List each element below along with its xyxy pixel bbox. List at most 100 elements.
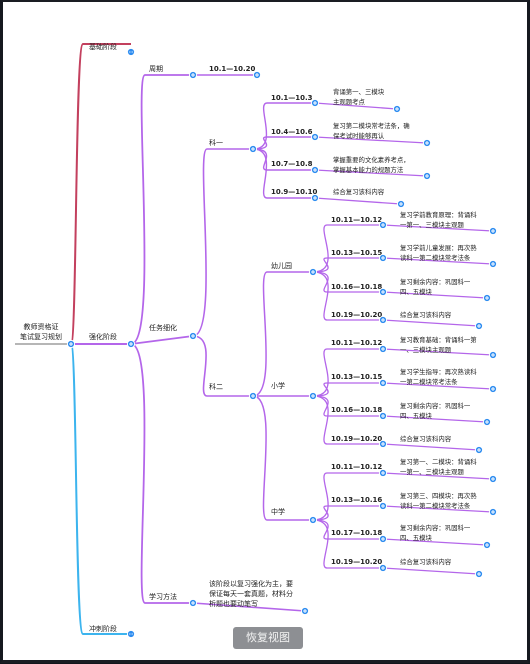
kg-item-2-date: 10.13—10.15 xyxy=(331,249,382,257)
restore-view-button[interactable]: 恢复视图 xyxy=(233,627,303,649)
subject2-expand-button[interactable] xyxy=(248,391,258,401)
subject1-item-4-branch xyxy=(252,148,315,199)
method-branch xyxy=(130,343,193,604)
subject1-text-3-button[interactable] xyxy=(422,171,432,181)
group-2-item-4-branch xyxy=(312,395,383,445)
group-2-text-2-button[interactable] xyxy=(488,384,498,394)
group-2-date-1-button[interactable] xyxy=(378,344,388,354)
subject1-date-4-button[interactable] xyxy=(310,193,320,203)
group-1-date-3-button[interactable] xyxy=(378,287,388,297)
subject1-expand-button[interactable] xyxy=(248,144,258,154)
kg-item-1-text-2: 一第一、三模块主观题 xyxy=(400,220,465,229)
tasks-branch xyxy=(130,335,194,345)
kg-item-3-text-2: 四、五模块 xyxy=(400,287,433,296)
more-dot-0 xyxy=(128,51,130,53)
root-expand-button[interactable] xyxy=(66,339,76,349)
pr-item-1-text-2: 一、三模块主观题 xyxy=(400,345,452,354)
cycle-date-expand-button[interactable] xyxy=(252,70,262,80)
cycle-label: 周期 xyxy=(149,65,163,73)
group-2-item-4-line xyxy=(382,443,480,451)
subject1-item-3-line xyxy=(314,169,428,177)
method-text-line xyxy=(192,602,306,612)
group-2-date-2-button[interactable] xyxy=(378,378,388,388)
group-3-date-2-button[interactable] xyxy=(378,501,388,511)
subject1-item-1-date: 10.1—10.3 xyxy=(271,94,313,102)
group-2-expand-button[interactable] xyxy=(308,391,318,401)
ms-item-2-text-1: 复习第三、四模块：再次熟 xyxy=(400,491,477,500)
kg-item-2-text-1: 复习学前儿童发展：再次熟 xyxy=(400,243,477,252)
subject1-text-1-button[interactable] xyxy=(392,104,402,114)
cycle-date: 10.1—10.20 xyxy=(209,65,256,73)
expand-sprint-stage-button[interactable] xyxy=(126,629,136,639)
group-2-text-3-button[interactable] xyxy=(482,417,492,427)
group-2-text-4-button[interactable] xyxy=(474,445,484,455)
subject2-branch xyxy=(192,335,253,397)
ms-item-1-text-2: 一第一、三模块主观题 xyxy=(400,467,465,476)
group-primary-label: 小学 xyxy=(271,381,285,390)
group-3-text-4-button[interactable] xyxy=(474,569,484,579)
ms-item-2-text-2: 读科一第二模块常考法条 xyxy=(400,501,471,510)
group-1-date-4-button[interactable] xyxy=(378,315,388,325)
kg-item-4-date: 10.19—10.20 xyxy=(331,311,382,319)
kg-item-3-date: 10.16—10.18 xyxy=(331,283,382,291)
group-3-date-1-button[interactable] xyxy=(378,468,388,478)
method-text-expand-button[interactable] xyxy=(300,606,310,616)
stage-sprint-branch xyxy=(70,343,131,635)
group-1-text-4-button[interactable] xyxy=(474,321,484,331)
pr-item-4-text-1: 综合复习该科内容 xyxy=(400,434,452,443)
more-dot-1 xyxy=(130,633,132,635)
method-expand-button[interactable] xyxy=(188,598,198,608)
kg-item-1-date: 10.11—10.12 xyxy=(331,216,382,224)
group-1-branch xyxy=(252,271,313,397)
group-1-text-2-button[interactable] xyxy=(488,259,498,269)
method-text-line-3: 析题也要动笔写 xyxy=(209,599,258,608)
tasks-expand-button[interactable] xyxy=(188,331,198,341)
pr-item-4-date: 10.19—10.20 xyxy=(331,435,382,443)
kg-item-3-text-1: 复习剩余内容：巩固科一 xyxy=(400,277,471,286)
kg-item-2-text-2: 读科一第二模块常考法条 xyxy=(400,253,471,262)
group-1-date-2-button[interactable] xyxy=(378,253,388,263)
ms-item-1-text-1: 复习第一、二模块：背诵科 xyxy=(400,457,477,466)
group-3-text-2-button[interactable] xyxy=(488,507,498,517)
pr-item-1-text-1: 复习教育基础：背诵科一第 xyxy=(400,335,477,344)
group-2-text-1-button[interactable] xyxy=(488,350,498,360)
expand-basic-stage-button[interactable] xyxy=(126,47,136,57)
subject1-date-2-button[interactable] xyxy=(310,132,320,142)
group-3-date-3-button[interactable] xyxy=(378,534,388,544)
pr-item-2-text-2: 一第二模块常考法条 xyxy=(400,377,458,386)
group-1-text-3-button[interactable] xyxy=(482,293,492,303)
subject1-item-3-text-1: 掌握重要的文化素养考点， xyxy=(333,155,410,164)
cycle-expand-button[interactable] xyxy=(188,70,198,80)
group-3-item-1-line xyxy=(382,472,494,480)
group-2-date-4-button[interactable] xyxy=(378,439,388,449)
strengthen-expand-button[interactable] xyxy=(126,339,136,349)
pr-item-2-date: 10.13—10.15 xyxy=(331,373,382,381)
group-3-text-3-button[interactable] xyxy=(482,540,492,550)
group-2-date-3-button[interactable] xyxy=(378,411,388,421)
subject1-item-4-date: 10.9—10.10 xyxy=(271,188,318,196)
subject1-label: 科一 xyxy=(209,138,223,147)
subject1-item-3-date: 10.7—10.8 xyxy=(271,160,313,168)
node-layer: 教师资格证 笔试复习规划 基础阶段 强化阶段 冲刺阶段 周期 10.1—10.2… xyxy=(20,42,477,633)
group-3-item-1-branch xyxy=(312,472,383,521)
group-3-expand-button[interactable] xyxy=(308,515,318,525)
group-1-date-1-button[interactable] xyxy=(378,220,388,230)
group-2-item-3-branch xyxy=(312,395,383,417)
subject1-text-4-button[interactable] xyxy=(396,199,406,209)
subject1-date-1-button[interactable] xyxy=(310,98,320,108)
pr-item-2-text-1: 复习学生指导：再次熟读科 xyxy=(400,367,477,376)
stage-label-sprint: 冲刺阶段 xyxy=(89,624,117,633)
subject1-item-4-text-1: 综合复习该科内容 xyxy=(333,187,385,196)
group-1-expand-button[interactable] xyxy=(308,267,318,277)
group-3-text-1-button[interactable] xyxy=(488,474,498,484)
subject1-text-2-button[interactable] xyxy=(422,138,432,148)
method-label: 学习方法 xyxy=(149,592,177,601)
pr-item-3-text-1: 复习剩余内容：巩固科一 xyxy=(400,401,471,410)
subject1-item-3-text-2: 掌握基本能力的规题方法 xyxy=(333,165,404,174)
subject1-date-3-button[interactable] xyxy=(310,165,320,175)
pr-item-3-text-2: 四、五模块 xyxy=(400,411,433,420)
group-1-text-1-button[interactable] xyxy=(488,226,498,236)
connector-layer xyxy=(15,43,494,635)
group-3-date-4-button[interactable] xyxy=(378,563,388,573)
